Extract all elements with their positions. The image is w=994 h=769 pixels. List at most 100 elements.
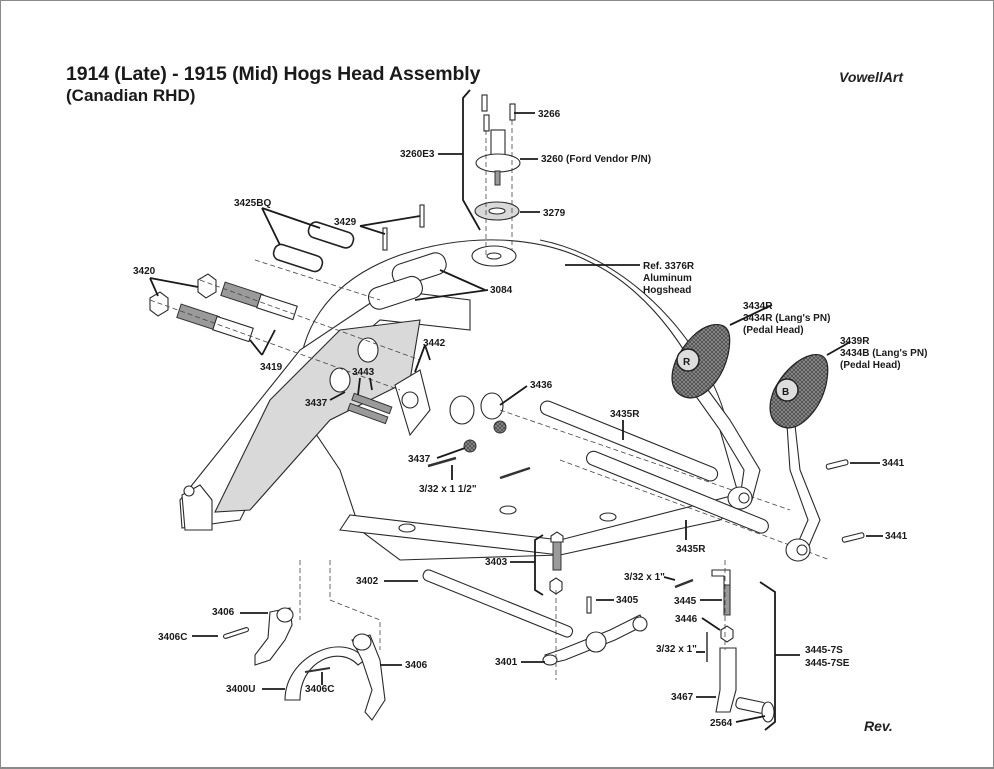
brake-pedal-hub — [785, 538, 811, 562]
pin-3429-b — [419, 204, 425, 228]
label-3266: 3266 — [538, 109, 561, 120]
hogshead-rim — [539, 239, 731, 441]
label-ref3376R-line1: Ref. 3376R — [643, 261, 695, 272]
revision-label: Rev. — [864, 718, 893, 734]
leader-3439R — [826, 341, 851, 356]
stud-3419-b-shank — [212, 315, 254, 343]
shaft-bosses — [347, 369, 531, 480]
stud-thread — [494, 170, 501, 186]
brake-emblem-letter: B — [782, 387, 789, 398]
label-3429: 3429 — [334, 217, 357, 228]
label-3445-7S: 3445-7S — [805, 645, 843, 656]
label-3406-right: 3406 — [405, 660, 428, 671]
label-3419: 3419 — [260, 362, 283, 373]
fork-3406-right — [351, 634, 386, 721]
nut-3403 — [549, 577, 563, 595]
clevis-3084-lower — [367, 275, 423, 310]
label-3445-7SE: 3445-7SE — [805, 658, 850, 669]
label-3467: 3467 — [671, 692, 694, 703]
brake-emblem — [775, 378, 799, 402]
screw-3266 — [483, 114, 490, 132]
brake-pedal-arm — [786, 424, 821, 549]
nut-3420-b — [149, 291, 169, 317]
label-3406-left: 3406 — [212, 607, 235, 618]
stud-3419-a-shank — [256, 293, 298, 321]
leader-3436 — [499, 385, 528, 406]
drawing-title: 1914 (Late) - 1915 (Mid) Hogs Head Assem… — [66, 63, 481, 85]
spring-3425BQ-upper — [307, 221, 355, 249]
lower-parts — [222, 531, 775, 723]
bushing-bore — [329, 367, 351, 393]
bolt-3403-thread — [552, 541, 562, 571]
leader-lines — [149, 89, 883, 731]
leader-pin-1-a — [663, 576, 676, 581]
leader-3420 — [149, 277, 199, 297]
label-3401: 3401 — [495, 657, 518, 668]
label-3441-lower: 3441 — [885, 531, 908, 542]
spring-group — [149, 204, 425, 391]
reverse-emblem — [676, 348, 700, 372]
bracket-3260E3 — [462, 89, 481, 231]
label-3400U: 3400U — [226, 684, 255, 695]
leader-3429 — [359, 215, 421, 235]
bolt-3443 — [351, 392, 393, 415]
flange-bolt-hole — [398, 523, 416, 533]
pin-3429-a — [382, 227, 388, 251]
label-3439R-line1: 3439R — [840, 336, 870, 347]
label-ref3376R-line2: Aluminum — [643, 273, 692, 284]
nut-3437b — [493, 420, 507, 434]
shaft-3402 — [422, 569, 574, 638]
label-3441-upper: 3441 — [882, 458, 905, 469]
label-3436: 3436 — [530, 380, 553, 391]
boss-3436-b — [480, 392, 504, 420]
flange-3260 — [475, 153, 521, 173]
leader-3437-lower — [436, 447, 466, 459]
alignment-line — [329, 560, 381, 650]
pin-3405 — [586, 596, 592, 614]
leader-2564 — [735, 715, 766, 723]
leader-3446 — [701, 617, 721, 631]
pin-3406C-left — [222, 627, 250, 639]
label-3420: 3420 — [133, 266, 156, 277]
leader-3437-upper — [329, 391, 346, 401]
lever-3401-end — [632, 616, 648, 632]
bushing-bore — [357, 337, 379, 363]
cotter-pin-3-32x1-a — [674, 578, 694, 589]
boss-3436-a — [449, 395, 475, 425]
label-3434R-line2: 3434R (Lang's PN) — [743, 313, 830, 324]
pin-3441-upper — [825, 459, 849, 470]
label-3425BQ: 3425BQ — [234, 198, 271, 209]
label-3084: 3084 — [490, 285, 513, 296]
shaft-3435R-upper — [539, 400, 719, 482]
label-3260: 3260 (Ford Vendor P/N) — [541, 154, 651, 165]
label-3437-upper: 3437 — [305, 398, 328, 409]
label-pin-3-32x1-a: 3/32 x 1" — [624, 572, 665, 583]
leader-3425BQ — [261, 207, 321, 246]
top-boss — [471, 245, 517, 267]
label-pin-3-32x1-1-2: 3/32 x 1 1/2" — [419, 484, 477, 495]
pin-3406C-center — [304, 667, 331, 673]
bolt-3445-thread — [723, 584, 731, 616]
alignment-line — [254, 259, 381, 301]
label-2564: 2564 — [710, 718, 733, 729]
label-3443: 3443 — [352, 367, 375, 378]
part-3260-assembly — [474, 94, 521, 255]
leader-3443 — [357, 377, 373, 396]
pin-2564-head — [761, 701, 775, 723]
pedal-support-bracket — [179, 252, 471, 531]
reverse-pedal-hub — [727, 486, 753, 510]
bolt-3443b — [347, 402, 389, 425]
cotter-pin — [427, 456, 457, 468]
alignment-line — [149, 299, 401, 391]
drawing-subtitle: (Canadian RHD) — [66, 86, 196, 105]
label-3446: 3446 — [675, 614, 698, 625]
label-3435R-lower: 3435R — [676, 544, 706, 555]
brake-pedal-hub-bore — [796, 544, 808, 556]
flange-bolt-hole — [599, 512, 617, 522]
label-3260E3: 3260E3 — [400, 149, 435, 160]
leader-3084 — [414, 269, 489, 301]
lever-3401-hub — [585, 631, 607, 653]
fork-3406-left-hub — [276, 607, 294, 623]
fork-3406-right-hub — [352, 633, 372, 651]
